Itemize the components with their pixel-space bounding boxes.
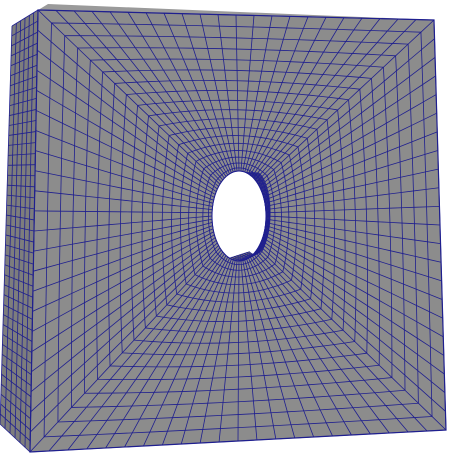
mesh-lines bbox=[0, 9, 447, 453]
